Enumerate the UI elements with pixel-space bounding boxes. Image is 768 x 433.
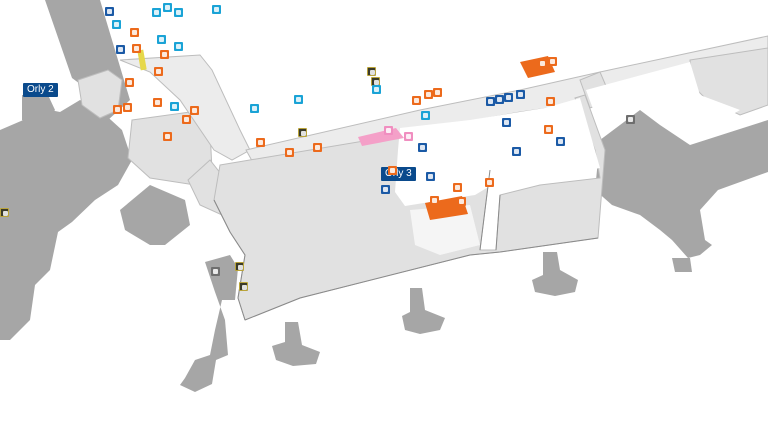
stairs-icon — [285, 148, 294, 157]
phone-icon — [372, 85, 381, 94]
bus-icon — [174, 8, 183, 17]
shop-icon — [546, 97, 555, 106]
wheelchair-icon — [486, 97, 495, 106]
orly-2-label[interactable]: Orly 2 — [23, 83, 58, 97]
baggage-icon — [512, 147, 521, 156]
orly-3-label[interactable]: Orly 3 — [381, 167, 416, 181]
toilet-icon — [504, 93, 513, 102]
shop-icon — [190, 106, 199, 115]
toilet-icon — [433, 88, 442, 97]
shop-icon — [154, 67, 163, 76]
lift-icon — [0, 208, 9, 217]
lift-icon — [367, 67, 376, 76]
shop-icon — [388, 166, 397, 175]
shop-icon — [453, 183, 462, 192]
shop-icon — [424, 90, 433, 99]
stairs-icon — [313, 143, 322, 152]
restaurant-icon — [412, 96, 421, 105]
shop-icon — [130, 28, 139, 37]
baggage-icon — [381, 185, 390, 194]
toilet-icon — [538, 59, 547, 68]
train-icon — [157, 35, 166, 44]
toilet-icon — [548, 57, 557, 66]
baggage-icon — [116, 45, 125, 54]
baggage-icon — [418, 143, 427, 152]
bus-icon — [294, 95, 303, 104]
bus-icon — [152, 8, 161, 17]
boarding-icon — [170, 102, 179, 111]
car-icon — [626, 115, 635, 124]
toilet-icon — [430, 196, 439, 205]
car-icon — [211, 267, 220, 276]
shop-icon — [404, 132, 413, 141]
toilet-icon — [182, 115, 191, 124]
shop-icon — [544, 125, 553, 134]
plane-icon — [421, 111, 430, 120]
info-icon — [132, 44, 141, 53]
shop-icon — [113, 105, 122, 114]
baggage-icon — [426, 172, 435, 181]
shop-icon — [384, 126, 393, 135]
taxi-icon — [163, 3, 172, 12]
shop-icon — [485, 178, 494, 187]
yellow-corridor — [137, 49, 147, 71]
drink-icon — [153, 98, 162, 107]
lift-icon — [298, 128, 307, 137]
baggage-icon — [495, 95, 504, 104]
baggage-icon — [556, 137, 565, 146]
baggage-icon — [105, 7, 114, 16]
toilet-icon — [457, 197, 466, 206]
car-icon — [212, 5, 221, 14]
car-icon — [250, 104, 259, 113]
toilet-icon — [123, 103, 132, 112]
shop-icon — [163, 132, 172, 141]
restaurant-icon — [160, 50, 169, 59]
lift-icon — [235, 262, 244, 271]
toilet-icon — [125, 78, 134, 87]
baggage-icon — [502, 118, 511, 127]
wheelchair-icon — [516, 90, 525, 99]
info-icon — [256, 138, 265, 147]
lift-icon — [239, 282, 248, 291]
walk-icon — [112, 20, 121, 29]
bus-icon — [174, 42, 183, 51]
